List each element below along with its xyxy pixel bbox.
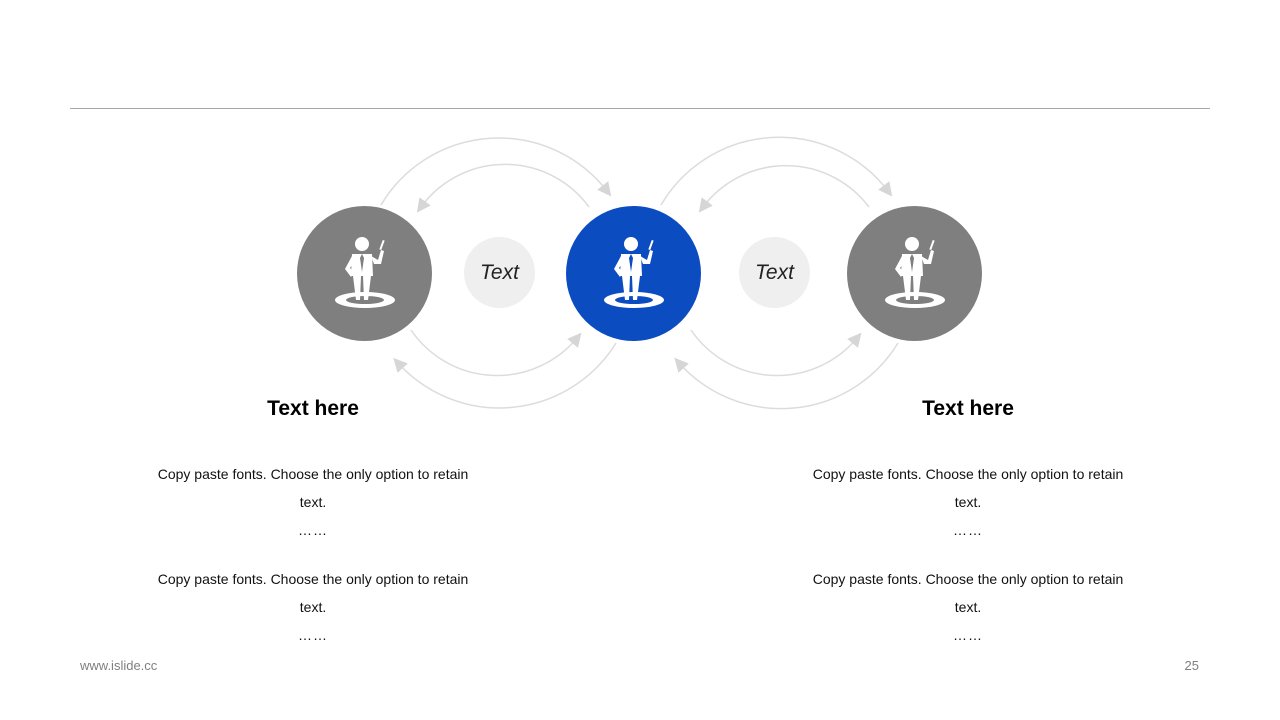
node-right [847, 206, 982, 341]
body-paragraph: Copy paste fonts. Choose the only option… [143, 460, 483, 544]
person-on-target-icon [884, 236, 945, 308]
node-left [297, 206, 432, 341]
paragraph-ellipsis: …… [953, 627, 983, 643]
paragraph-ellipsis: …… [298, 522, 328, 538]
paragraph-line: text. [299, 599, 327, 615]
body-paragraph: Copy paste fonts. Choose the only option… [798, 565, 1138, 649]
paragraph-ellipsis: …… [953, 522, 983, 538]
paragraph-line: Copy paste fonts. Choose the only option… [157, 571, 469, 587]
paragraph-line: text. [299, 494, 327, 510]
arc-right-inner-top [698, 164, 870, 213]
body-paragraph: Copy paste fonts. Choose the only option… [798, 460, 1138, 544]
top-divider [70, 108, 1210, 109]
body-paragraph: Copy paste fonts. Choose the only option… [143, 565, 483, 649]
page-number: 25 [1184, 658, 1199, 673]
paragraph-line: Copy paste fonts. Choose the only option… [157, 466, 469, 482]
column-heading: Text here [922, 397, 1014, 420]
paragraph-line: text. [954, 599, 982, 615]
arc-left-inner-top [416, 163, 590, 213]
person-on-target-icon [603, 236, 664, 308]
paragraph-line: text. [954, 494, 982, 510]
text-column-left: Text here Copy paste fonts. Choose the o… [143, 394, 483, 649]
paragraph-ellipsis: …… [298, 627, 328, 643]
paragraph-line: Copy paste fonts. Choose the only option… [812, 466, 1124, 482]
column-heading: Text here [267, 397, 359, 420]
connector-label-left: Text [464, 237, 535, 308]
arc-left-outer-bottom [393, 342, 617, 409]
footer-website[interactable]: www.islide.cc [80, 658, 158, 673]
node-center [566, 206, 701, 341]
arc-left-outer-top [380, 137, 612, 206]
paragraph-line: Copy paste fonts. Choose the only option… [812, 571, 1124, 587]
arc-right-outer-top [660, 136, 893, 206]
text-column-right: Text here Copy paste fonts. Choose the o… [798, 394, 1138, 649]
connector-label-right: Text [739, 237, 810, 308]
arc-right-outer-bottom [674, 342, 899, 410]
person-on-target-icon [334, 236, 395, 308]
arc-left-inner-bottom [410, 329, 582, 377]
arc-right-inner-bottom [690, 329, 862, 377]
